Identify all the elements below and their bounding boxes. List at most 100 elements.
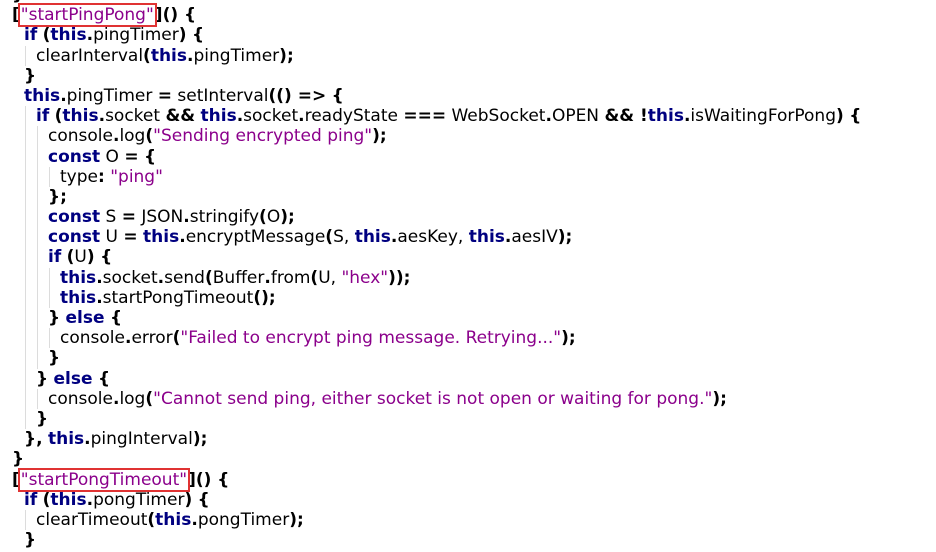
punctuation-token: = xyxy=(157,85,172,106)
code-line: console.log("Sending encrypted ping"); xyxy=(0,126,861,147)
identifier-token: stringify xyxy=(189,207,260,228)
punctuation-token: { xyxy=(849,106,862,127)
identifier-token: log xyxy=(119,388,146,409)
identifier-token: socket xyxy=(243,106,299,127)
punctuation-token: && ! xyxy=(604,106,648,127)
punctuation-token: ( xyxy=(143,45,151,66)
keyword-token: this xyxy=(62,106,99,127)
keyword-token: const xyxy=(48,227,101,248)
punctuation-token: . xyxy=(86,25,94,46)
identifier-token: error xyxy=(131,328,173,349)
indent-guide xyxy=(37,328,38,349)
indent-guide xyxy=(37,287,38,308)
code-line: const S = JSON.stringify(O); xyxy=(0,207,861,228)
identifier-token: pongTimer xyxy=(197,509,290,530)
indent-guide xyxy=(25,408,26,430)
punctuation-token: } xyxy=(48,348,61,369)
keyword-token: else xyxy=(53,368,93,389)
keyword-token: if xyxy=(36,106,50,127)
punctuation-token: ) xyxy=(184,489,193,510)
keyword-token: this xyxy=(150,45,188,66)
code-line: type: "ping" xyxy=(0,166,861,187)
code-line: if (this.pingTimer) { xyxy=(0,25,861,45)
punctuation-token: }, xyxy=(24,429,43,450)
identifier-token: clearInterval xyxy=(36,45,144,66)
indent-guide xyxy=(37,308,38,329)
indent-guide xyxy=(25,388,26,409)
punctuation-token: } xyxy=(24,65,37,86)
indent-guide xyxy=(37,186,38,208)
punctuation-token: . xyxy=(183,207,190,228)
identifier-token: type xyxy=(60,166,98,187)
code-line: console.error("Failed to encrypt ping me… xyxy=(0,328,861,349)
code-line: } xyxy=(0,348,861,369)
indent-guide xyxy=(49,287,50,308)
keyword-token: const xyxy=(48,207,101,228)
punctuation-token: ); xyxy=(289,509,304,530)
keyword-token: this xyxy=(200,106,237,127)
identifier-token: OPEN xyxy=(551,106,605,127)
punctuation-token: ]() { xyxy=(188,469,230,490)
keyword-token: this xyxy=(155,509,192,530)
punctuation-token: . xyxy=(390,227,398,248)
punctuation-token: ( xyxy=(145,126,154,147)
punctuation-token: [ xyxy=(12,5,20,26)
punctuation-token: ) xyxy=(178,25,187,46)
punctuation-token: } xyxy=(48,308,61,328)
punctuation-token: . xyxy=(60,85,67,106)
code-line: }; xyxy=(0,186,861,208)
punctuation-token: { xyxy=(331,85,344,106)
punctuation-token: ); xyxy=(561,328,576,349)
indent-guide xyxy=(37,166,38,187)
code-line: clearInterval(this.pingTimer); xyxy=(0,45,861,66)
indent-guide xyxy=(25,45,26,66)
identifier-token: U, xyxy=(318,267,342,288)
identifier-token: S, xyxy=(333,227,355,248)
punctuation-token: ( xyxy=(147,509,156,530)
indent-guide xyxy=(25,126,26,147)
string-token: "Cannot send ping, either socket is not … xyxy=(153,388,713,409)
punctuation-token: === xyxy=(403,106,447,127)
indent-guide xyxy=(49,267,50,288)
identifier-token: send xyxy=(164,267,205,288)
code-view: }["startPingPong"]() {if (this.pingTimer… xyxy=(0,0,862,550)
punctuation-token: . xyxy=(96,287,103,308)
identifier-token: log xyxy=(119,126,146,147)
punctuation-token: ); xyxy=(557,227,573,248)
punctuation-token: } xyxy=(36,368,49,389)
indent-guide xyxy=(49,328,50,349)
identifier-token: O xyxy=(100,146,125,167)
indent-guide xyxy=(37,267,38,288)
keyword-token: this xyxy=(647,106,684,127)
punctuation-token: = xyxy=(124,146,139,167)
punctuation-token: }; xyxy=(48,186,67,207)
identifier-token: JSON xyxy=(135,207,184,228)
code-line: const U = this.encryptMessage(S, this.ae… xyxy=(0,227,861,248)
identifier-token: encryptMessage xyxy=(185,227,326,248)
keyword-token: if xyxy=(24,489,38,510)
identifier-token: socket xyxy=(105,106,166,127)
indent-guide xyxy=(25,247,26,268)
punctuation-token: . xyxy=(86,489,94,510)
indent-guide xyxy=(49,166,50,187)
code-line: }, this.pingInterval); xyxy=(0,429,861,449)
punctuation-token: . xyxy=(157,267,165,288)
punctuation-token: { xyxy=(197,489,210,510)
punctuation-token: . xyxy=(179,227,186,248)
identifier-token: console xyxy=(60,328,125,349)
punctuation-token: . xyxy=(236,106,244,127)
keyword-token: if xyxy=(48,247,62,268)
keyword-token: this xyxy=(468,227,505,248)
code-line: console.log("Cannot send ping, either so… xyxy=(0,388,861,409)
keyword-token: this xyxy=(47,429,85,450)
punctuation-token: . xyxy=(191,509,198,530)
punctuation-token: ( xyxy=(145,388,154,409)
code-line: } xyxy=(0,0,861,5)
punctuation-token: . xyxy=(545,106,552,127)
code-line: ["startPingPong"]() { xyxy=(0,3,861,28)
identifier-token: pingInterval xyxy=(90,429,193,450)
code-line: if (this.pongTimer) { xyxy=(0,490,861,510)
punctuation-token: ( xyxy=(172,328,181,349)
identifier-token: clearTimeout xyxy=(36,509,148,530)
punctuation-token: ( xyxy=(310,267,319,288)
